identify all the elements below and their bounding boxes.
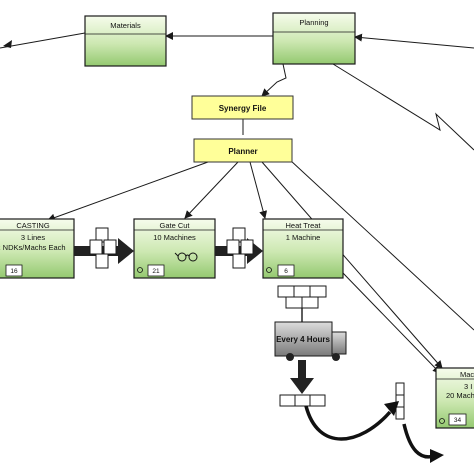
casting-line1: 3 Lines [21, 233, 45, 242]
planner-to-machining-line [261, 161, 443, 369]
heat-treat-output-boxes [277, 285, 327, 309]
heat-treat-count-box [277, 264, 295, 277]
planning-to-synergy-electronic [261, 63, 287, 97]
right-inventory-boxes [395, 382, 405, 420]
materials-title: Materials [110, 21, 141, 30]
planner-to-heattreat-line [249, 161, 268, 219]
push-arrow-casting-gatecut [74, 227, 134, 269]
machining-box[interactable]: Mac 3 I 20 Machs 34 [435, 367, 474, 429]
truck-down-arrow [290, 360, 314, 394]
planning-to-right-electronic [332, 63, 474, 151]
machining-count-box [448, 413, 467, 426]
push-arrow-gatecut-heattreat [215, 227, 263, 269]
truck-shipment: Every 4 Hours [274, 321, 347, 361]
gate-cut-count-box [147, 264, 165, 277]
machining-line1: 3 I [464, 382, 472, 391]
gate-cut-count: 21 [152, 268, 160, 275]
right-to-planning-line [354, 33, 474, 49]
planner-box[interactable]: Planner [193, 138, 293, 163]
casting-count-box [5, 264, 23, 277]
glasses-icon [174, 252, 198, 262]
heat-treat-line1: 1 Machine [286, 233, 321, 242]
gate-cut-operator-icon [137, 267, 143, 273]
casting-box[interactable]: CASTING 3 Lines 2 NDKs/Machs Each 16 [0, 218, 75, 279]
heat-treat-title: Heat Treat [285, 221, 321, 230]
gate-cut-title: Gate Cut [159, 221, 190, 230]
bottom-inventory-boxes [279, 394, 326, 407]
synergy-file-label: Synergy File [219, 104, 267, 113]
planner-to-casting-line [47, 161, 209, 222]
machining-operator-icon [439, 418, 445, 424]
info-flow-lines [0, 32, 474, 374]
gate-cut-box[interactable]: Gate Cut 10 Machines 21 [133, 218, 216, 279]
machining-count: 34 [454, 417, 462, 424]
synergy-file-box[interactable]: Synergy File [191, 95, 294, 120]
planner-to-right-line [289, 159, 474, 331]
planning-box[interactable]: Planning [272, 12, 356, 65]
heat-treat-box[interactable]: Heat Treat 1 Machine 6 [262, 218, 344, 279]
heat-treat-operator-icon [266, 267, 272, 273]
materials-left-line [0, 32, 86, 49]
planner-to-gatecut-line [184, 161, 239, 219]
planner-label: Planner [228, 147, 257, 156]
machining-title: Mac [460, 370, 474, 379]
casting-line2: 2 NDKs/Machs Each [0, 243, 66, 252]
casting-title: CASTING [16, 221, 50, 230]
truck-label: Every 4 Hours [276, 335, 330, 344]
curved-pull-arrows [304, 401, 444, 463]
gate-cut-line1: 10 Machines [153, 233, 196, 242]
materials-box[interactable]: Materials [84, 15, 167, 67]
materials-left-arrowhead [3, 40, 12, 48]
heattreat-to-machining-line [341, 271, 441, 374]
heat-treat-count: 6 [284, 268, 288, 275]
machining-line2: 20 Machs [446, 391, 474, 400]
casting-count: 16 [10, 268, 18, 275]
planning-title: Planning [299, 18, 328, 27]
